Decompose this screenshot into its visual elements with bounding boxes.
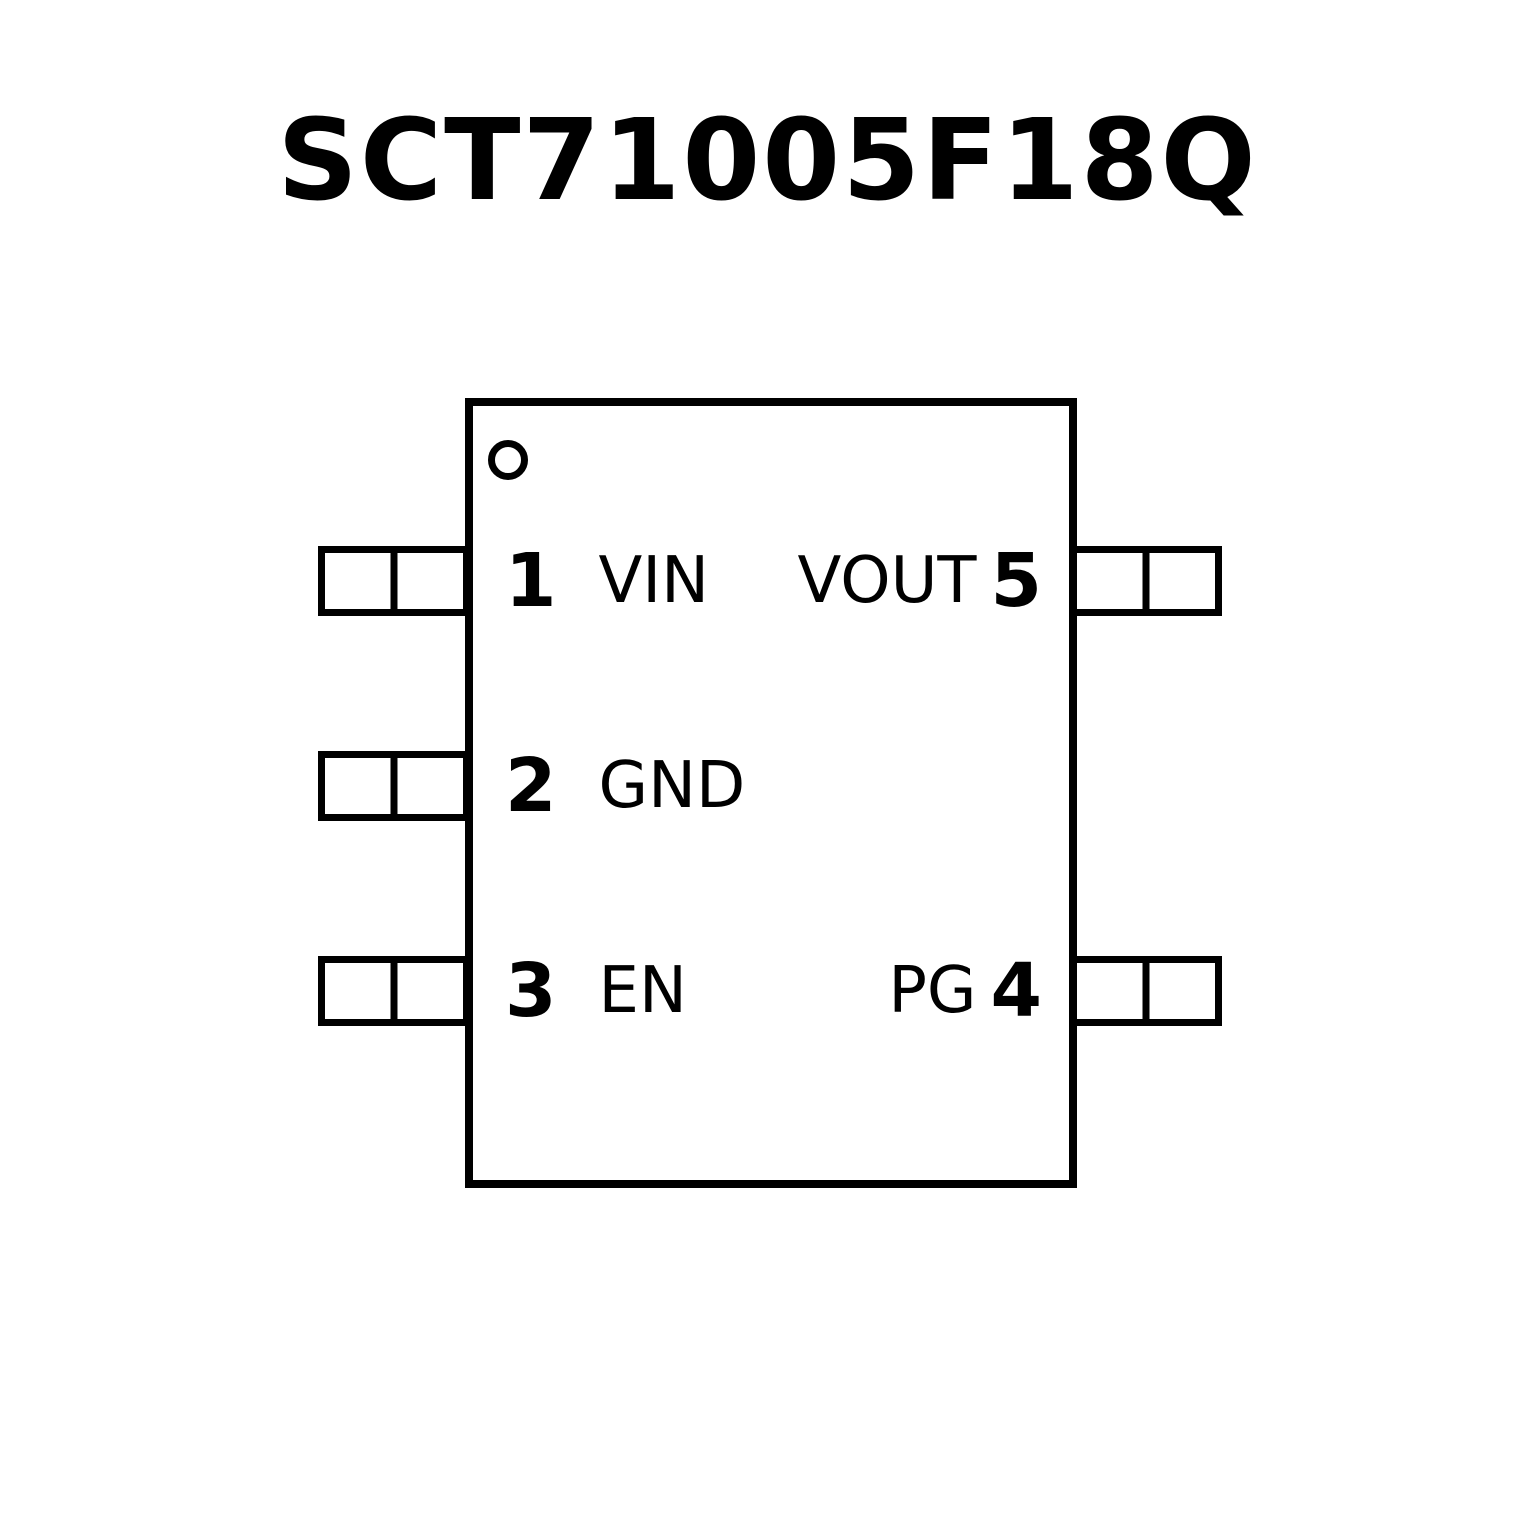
pin-lead-divider bbox=[1142, 553, 1150, 609]
pin1-name: VIN bbox=[598, 544, 710, 618]
pin-lead-1 bbox=[318, 546, 470, 616]
pin3-name: EN bbox=[598, 954, 687, 1028]
pin4-label-row: PG 4 bbox=[780, 950, 1042, 1032]
pin-lead-divider bbox=[390, 758, 398, 814]
pin-lead-5 bbox=[1070, 546, 1222, 616]
pin4-name: PG bbox=[888, 954, 977, 1028]
pin-lead-3 bbox=[318, 956, 470, 1026]
pin-lead-divider bbox=[390, 553, 398, 609]
pin3-number: 3 bbox=[505, 948, 557, 1034]
pin2-label-row: 2 GND bbox=[505, 745, 745, 827]
part-number-title: SCT71005F18Q bbox=[277, 96, 1258, 226]
pin-lead-4 bbox=[1070, 956, 1222, 1026]
chip-body bbox=[465, 398, 1077, 1188]
pin1-indicator-icon bbox=[488, 440, 528, 480]
pin-lead-divider bbox=[1142, 963, 1150, 1019]
pin2-name: GND bbox=[598, 749, 746, 823]
pin-lead-2 bbox=[318, 751, 470, 821]
pin5-label-row: VOUT 5 bbox=[780, 540, 1042, 622]
pin3-label-row: 3 EN bbox=[505, 950, 687, 1032]
pin1-label-row: 1 VIN bbox=[505, 540, 709, 622]
pin5-number: 5 bbox=[990, 538, 1043, 624]
pin1-number: 1 bbox=[505, 538, 557, 624]
pin-lead-divider bbox=[390, 963, 398, 1019]
pin2-number: 2 bbox=[505, 743, 557, 829]
pin4-number: 4 bbox=[990, 948, 1043, 1034]
pin5-name: VOUT bbox=[797, 544, 977, 618]
